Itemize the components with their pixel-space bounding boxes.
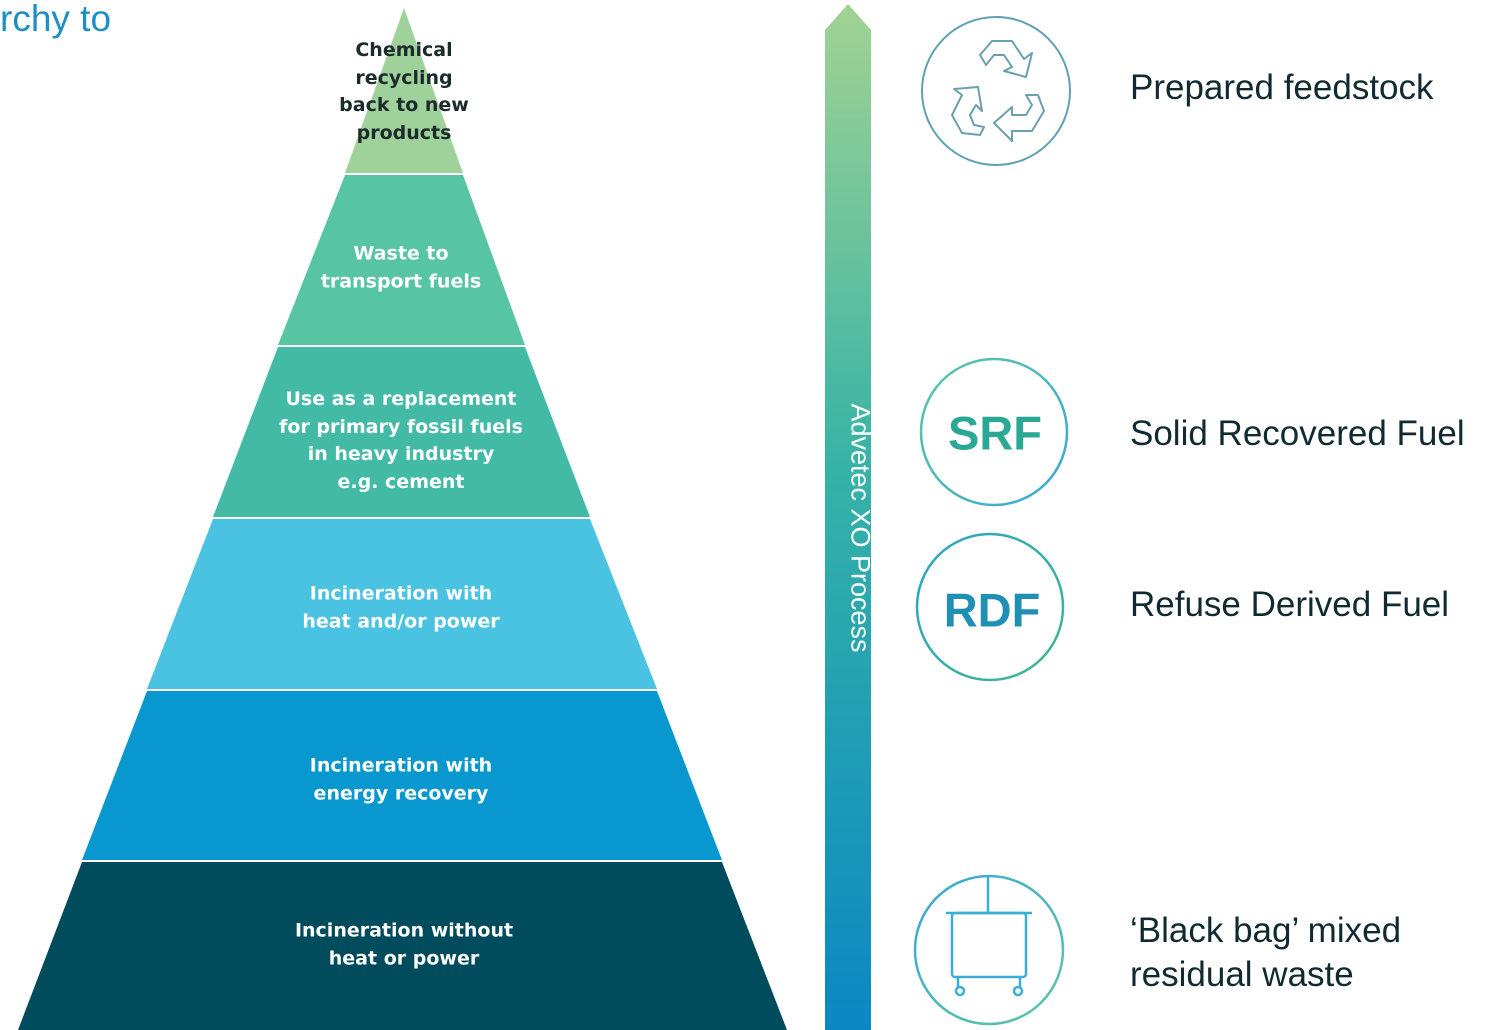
tier-transport-fuels	[278, 175, 525, 345]
tier-label: Waste to transport fuels	[320, 242, 482, 293]
recycle-icon	[921, 16, 1071, 166]
tier-chemical-recycling	[345, 8, 463, 173]
process-arrow-label: Advetec XO Process	[845, 403, 876, 653]
arrow-shaft	[825, 4, 871, 1030]
tier-incineration-no-recovery	[18, 862, 787, 1030]
waste-hierarchy-pyramid	[18, 8, 787, 1030]
output-label-srf: Solid Recovered Fuel	[1130, 414, 1465, 453]
tier-label: Incineration without heat or power	[294, 919, 514, 970]
waste-bin-icon	[913, 874, 1065, 1026]
tier-label: Chemical recycling back to new products	[339, 39, 469, 144]
output-label-prepared-feedstock: Prepared feedstock	[1130, 68, 1434, 107]
tier-incineration-heat-power	[147, 519, 657, 689]
rdf-badge-text: RDF	[943, 583, 1041, 637]
tier-incineration-energy-recovery	[82, 691, 722, 860]
output-label-black-bag: ‘Black bag’ mixed residual waste	[1130, 911, 1402, 994]
srf-badge	[919, 357, 1069, 507]
tier-label: Use as a replacement for primary fossil …	[279, 388, 523, 493]
srf-badge-text: SRF	[948, 406, 1042, 460]
process-arrow	[825, 4, 871, 1030]
tier-label: Incineration with energy recovery	[309, 754, 493, 805]
tier-label: Incineration with heat and/or power	[302, 582, 500, 633]
tier-fossil-fuel-replacement	[213, 347, 590, 517]
rdf-badge	[915, 532, 1065, 682]
output-label-rdf: Refuse Derived Fuel	[1130, 585, 1450, 624]
title-fragment: rchy to	[0, 0, 112, 39]
